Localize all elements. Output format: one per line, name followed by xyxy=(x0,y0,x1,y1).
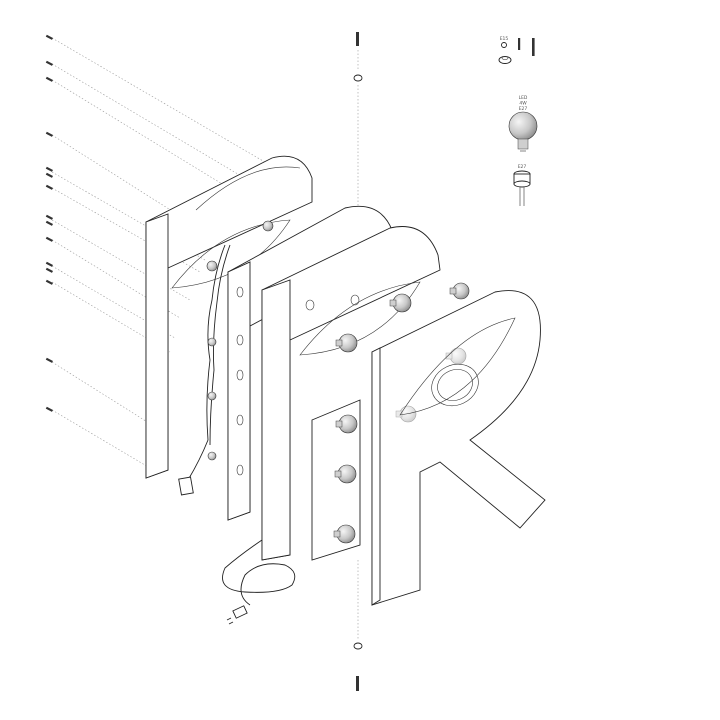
screw-icon xyxy=(45,220,54,226)
plug-icon xyxy=(226,605,248,625)
screw-icon xyxy=(45,76,54,82)
power-cord xyxy=(222,539,296,625)
socket-icon xyxy=(206,260,218,272)
socket-icon xyxy=(207,337,217,347)
socket-label: E27 xyxy=(518,164,527,170)
socket-icon xyxy=(513,170,531,206)
screw-icon xyxy=(532,38,535,56)
center-fasteners xyxy=(353,32,363,691)
letter-return xyxy=(261,226,441,561)
screw-icon xyxy=(356,32,359,46)
bulb-icon xyxy=(335,414,358,434)
bulb-label-line3: E27 xyxy=(519,106,528,112)
bulb-label-line2: 4W xyxy=(519,101,527,107)
bulb-icon xyxy=(334,464,357,484)
screw-icon xyxy=(45,172,54,178)
screw-icon xyxy=(45,131,54,137)
screw-icon xyxy=(45,279,54,285)
socket-icon xyxy=(207,391,217,401)
connector-box xyxy=(178,476,194,496)
screw-icon xyxy=(45,184,54,190)
screw-column xyxy=(45,34,54,412)
bulb-icon xyxy=(335,333,358,353)
front-face-letter xyxy=(371,290,546,606)
screw-icon xyxy=(45,236,54,242)
mounting-plate xyxy=(227,205,393,521)
screw-icon xyxy=(45,34,54,40)
screw-icon xyxy=(45,406,54,412)
bulb-icon xyxy=(333,524,356,544)
bulb-icon xyxy=(508,111,538,152)
bulb-label-line1: LED xyxy=(519,95,528,101)
screw-icon xyxy=(45,267,54,273)
nut-icon xyxy=(353,642,363,650)
screw-icon xyxy=(45,357,54,363)
screw-icon xyxy=(45,214,54,220)
bulb-icon xyxy=(449,282,470,300)
back-panel xyxy=(145,155,313,496)
screw-icon xyxy=(45,60,54,66)
parts-legend xyxy=(498,38,538,206)
screw-icon xyxy=(45,261,54,267)
socket-icon xyxy=(207,451,217,461)
nut-icon xyxy=(353,74,363,82)
washer-icon xyxy=(498,56,512,64)
screw-icon xyxy=(518,38,521,50)
nut-icon xyxy=(501,42,507,48)
screw-icon xyxy=(45,166,54,172)
socket-icon xyxy=(262,220,274,232)
screw-icon xyxy=(356,676,359,691)
fastener-label: E15 xyxy=(500,36,509,42)
bulb-icon xyxy=(389,293,412,313)
